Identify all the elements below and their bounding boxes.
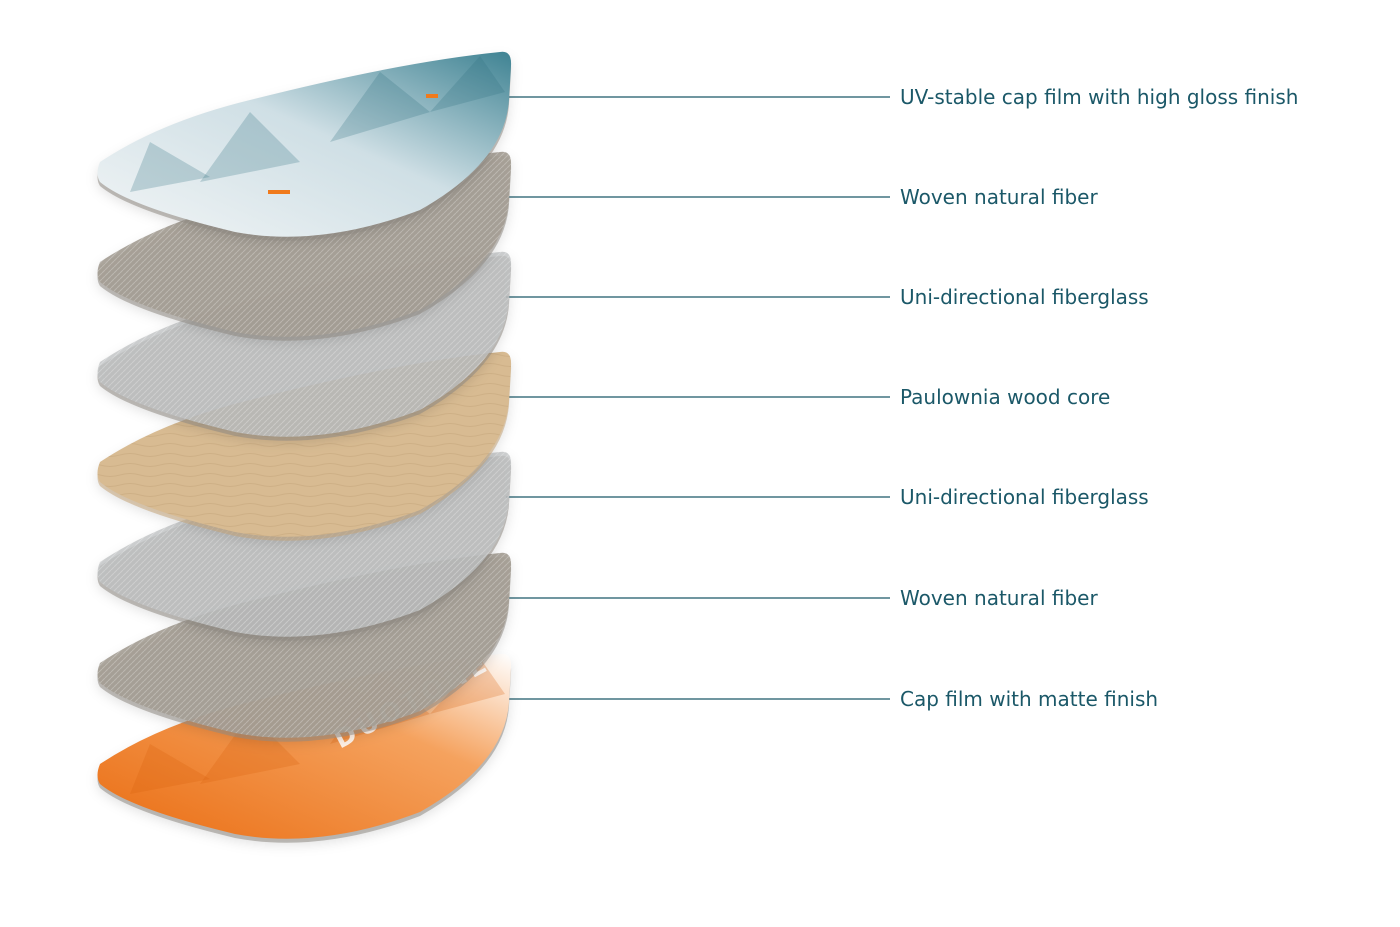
board-layers: DUOTONE <box>98 52 512 845</box>
leader-lines <box>506 97 890 699</box>
layer-label: Paulownia wood core <box>900 385 1110 409</box>
layer-label: Uni-directional fiberglass <box>900 485 1149 509</box>
stripe-accent <box>426 94 438 98</box>
layer-label: Cap film with matte finish <box>900 687 1158 711</box>
layer-label: Woven natural fiber <box>900 185 1098 209</box>
layer-label: Uni-directional fiberglass <box>900 285 1149 309</box>
stripe-accent <box>268 190 290 194</box>
layer-label: Woven natural fiber <box>900 586 1098 610</box>
layer-label: UV-stable cap film with high gloss finis… <box>900 85 1298 109</box>
